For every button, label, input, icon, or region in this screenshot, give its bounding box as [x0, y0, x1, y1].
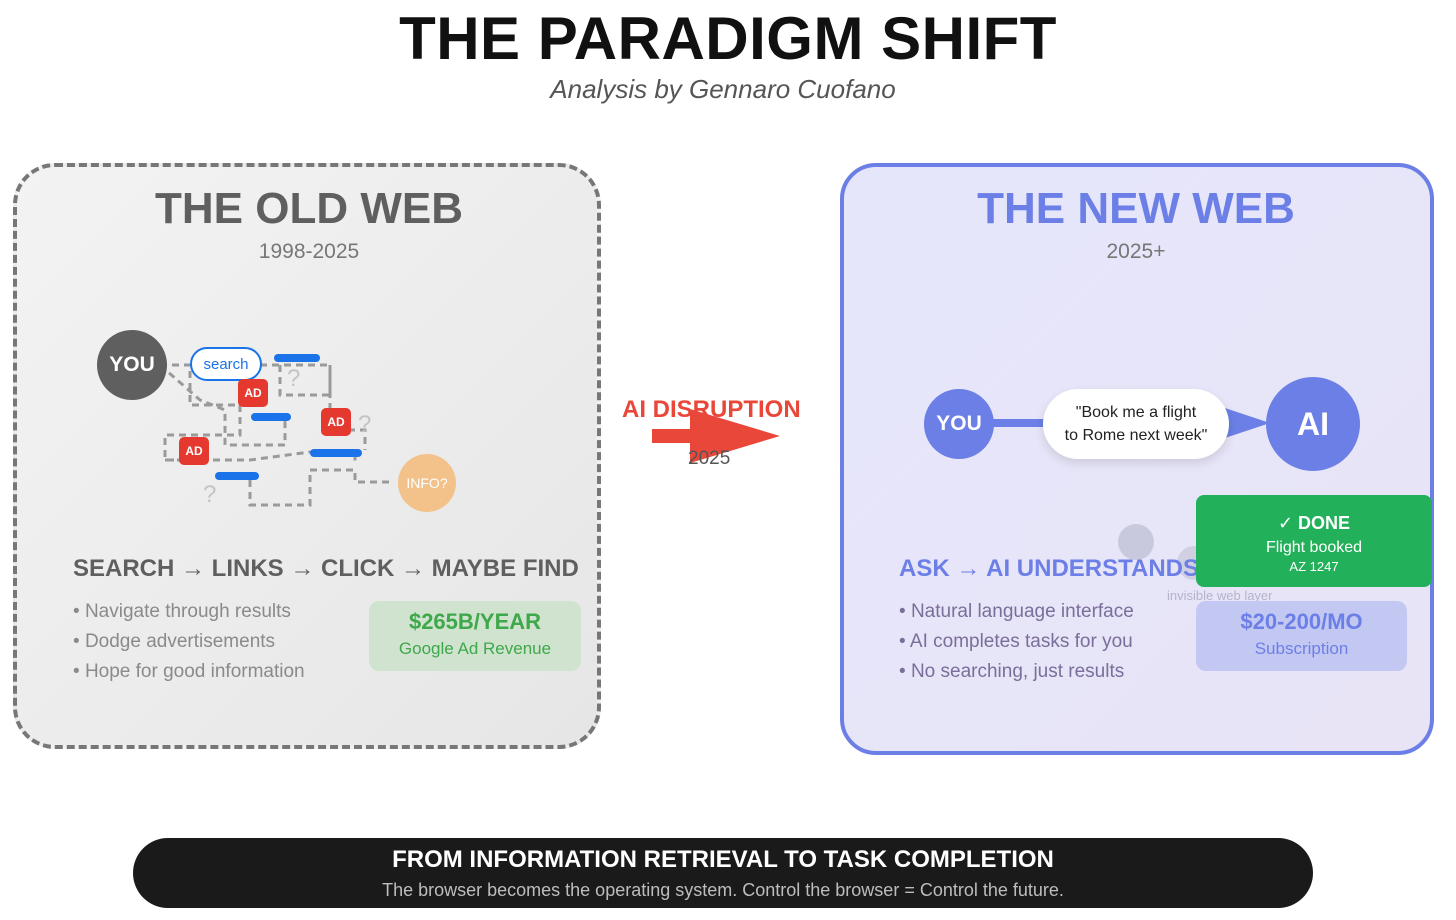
connector-line: [990, 419, 1050, 427]
subscription-box: $20-200/MO Subscription: [1196, 601, 1407, 671]
bullet-item: Natural language interface: [899, 597, 1134, 627]
ad-badge: AD: [321, 408, 351, 436]
link-bar: [251, 413, 291, 421]
done-card: ✓ DONE Flight booked AZ 1247: [1196, 495, 1432, 587]
bullet-item: Dodge advertisements: [73, 627, 305, 657]
ad-badge: AD: [238, 379, 268, 407]
connector-pointer: [1222, 407, 1270, 439]
old-web-title: THE OLD WEB: [155, 184, 463, 233]
path-line: [248, 468, 390, 507]
bullet-item: Navigate through results: [73, 597, 305, 627]
bullet-item: No searching, just results: [899, 657, 1134, 687]
link-bar: [310, 449, 362, 457]
disruption-year: 2025: [688, 448, 731, 469]
old-web-years: 1998-2025: [258, 240, 360, 263]
path-line: [328, 412, 367, 450]
footer-subtitle: The browser becomes the operating system…: [382, 880, 1064, 900]
price-amount: $20-200/MO: [1240, 609, 1363, 634]
ai-node: AI: [1266, 377, 1360, 471]
search-pill: search: [190, 347, 262, 381]
new-web-years: 2025+: [1106, 240, 1166, 263]
path-line: [278, 365, 332, 397]
old-web-flow: SEARCH → LINKS → CLICK → MAYBE FIND: [73, 555, 579, 582]
done-title: ✓ DONE: [1277, 513, 1351, 533]
price-label: Subscription: [1254, 639, 1349, 658]
revenue-amount: $265B/YEAR: [408, 609, 542, 634]
question-mark: ?: [358, 411, 372, 438]
question-mark: ?: [203, 481, 217, 508]
invisible-layer-label: invisible web layer: [1167, 588, 1273, 603]
old-you-node: YOU: [97, 330, 167, 400]
new-web-title: THE NEW WEB: [977, 184, 1295, 233]
bullet-item: AI completes tasks for you: [899, 627, 1134, 657]
done-line: Flight booked: [1265, 539, 1363, 556]
link-bar: [274, 354, 320, 362]
path-line: [260, 363, 345, 414]
speech-line: to Rome next week": [1064, 427, 1208, 444]
speech-line: "Book me a flight: [1075, 404, 1197, 421]
question-mark: ?: [287, 365, 301, 392]
speech-bubble: "Book me a flight to Rome next week": [1043, 389, 1229, 459]
old-web-bullets: Navigate through results Dodge advertise…: [73, 597, 305, 687]
info-node: INFO?: [398, 454, 456, 512]
layer-dot: [1118, 524, 1154, 560]
revenue-label: Google Ad Revenue: [398, 639, 552, 658]
footer-banner: FROM INFORMATION RETRIEVAL TO TASK COMPL…: [133, 838, 1313, 908]
footer-title: FROM INFORMATION RETRIEVAL TO TASK COMPL…: [392, 846, 1054, 873]
disruption-arrow: [652, 409, 780, 463]
link-bar: [215, 472, 259, 480]
path-line: [160, 363, 242, 462]
ad-revenue-box: $265B/YEAR Google Ad Revenue: [369, 601, 581, 671]
page-subtitle: Analysis by Gennaro Cuofano: [550, 74, 896, 104]
page-title: THE PARADIGM SHIFT: [399, 5, 1057, 72]
new-you-node: YOU: [924, 389, 994, 459]
new-web-bullets: Natural language interface AI completes …: [899, 597, 1134, 687]
ad-badge: AD: [179, 437, 209, 465]
bullet-item: Hope for good information: [73, 657, 305, 687]
done-line: AZ 1247: [1289, 559, 1339, 574]
